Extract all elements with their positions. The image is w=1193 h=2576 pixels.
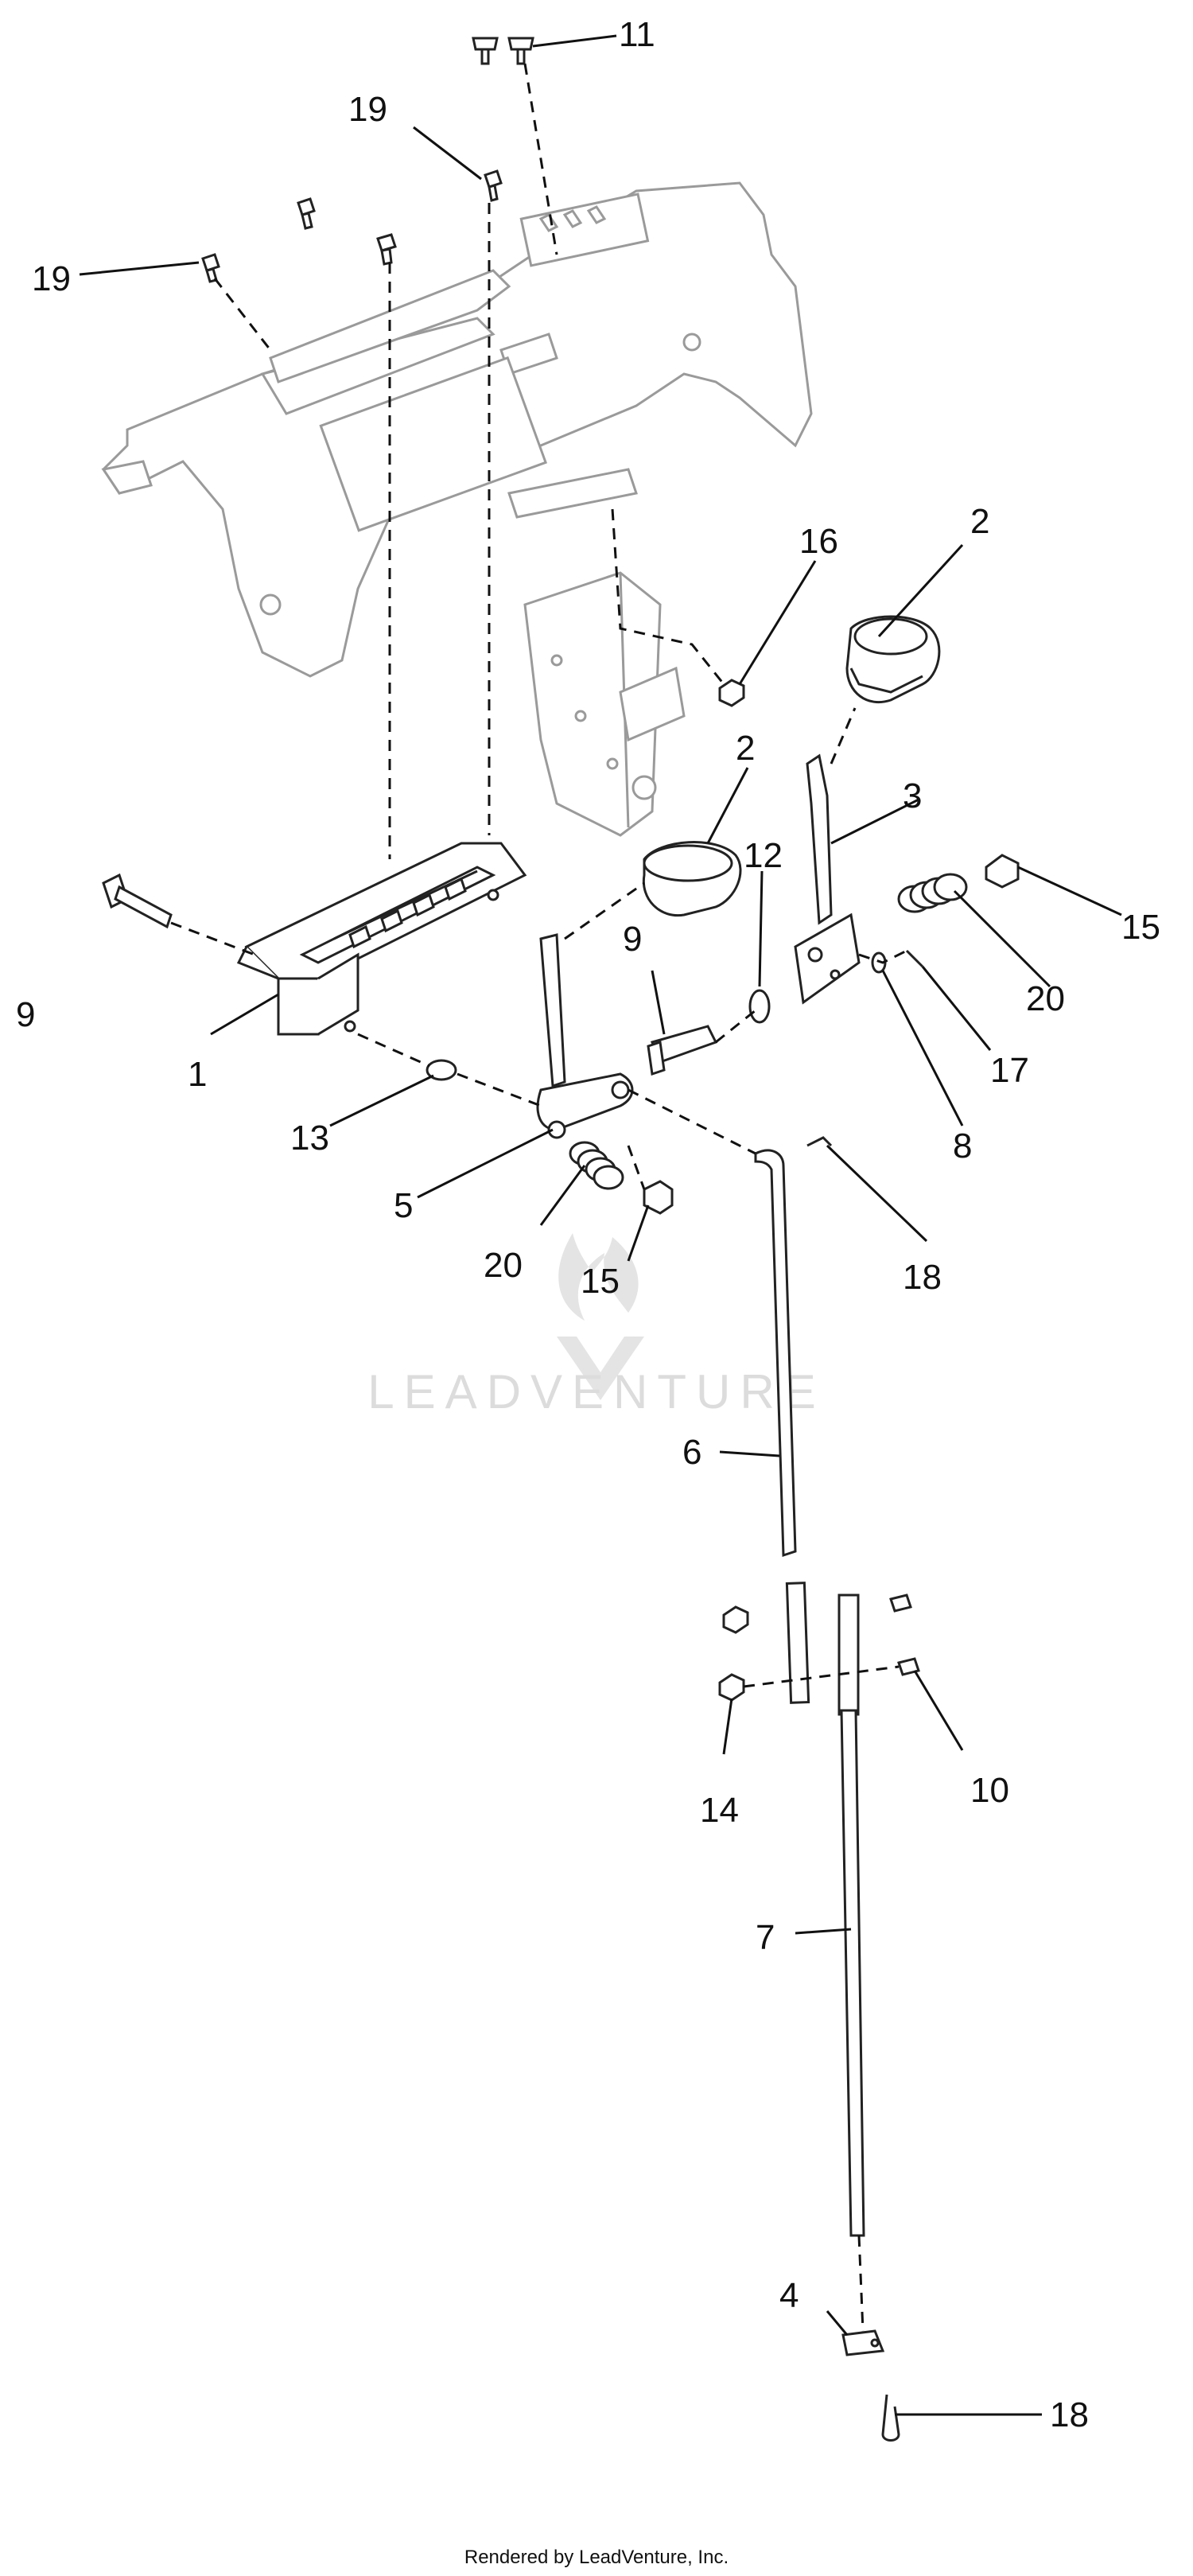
assembly-lines [170,63,907,2332]
callout-6: 6 [682,1433,701,1472]
callout-8: 8 [953,1127,972,1165]
part-10-bolt-upper [889,1593,912,1613]
callout-labels: 11 19 19 16 2 2 3 12 9 9 15 20 17 8 1 13… [16,15,1160,2434]
part-10-bolt [897,1657,920,1676]
part-12-washer [748,989,771,1024]
part-19-bolts [201,169,503,283]
part-9-bolt-left [102,873,173,929]
callout-17: 17 [990,1051,1029,1090]
callout-20-lower: 20 [484,1246,523,1285]
leader-lines [79,34,1122,2416]
callout-2-upper: 2 [970,502,989,541]
callout-1: 1 [188,1055,207,1094]
part-7-rod [837,1593,865,2237]
mount-bracket [523,571,686,837]
callout-3: 3 [903,776,922,815]
part-4-clevis [841,2329,885,2356]
callout-13: 13 [290,1119,329,1158]
callout-18-lower: 18 [1050,2395,1089,2434]
callout-19-top: 19 [348,90,387,129]
part-9-bolt-center [647,1025,718,1076]
callout-15-lower: 15 [581,1262,620,1301]
watermark-logo-mark [557,1337,644,1400]
part-18-clip-lower [881,2394,900,2442]
callout-12: 12 [744,836,783,875]
part-16-nut [718,679,745,707]
callout-18-upper: 18 [903,1258,942,1297]
part-5-lever-bracket [536,933,634,1139]
part-2-knob-center [642,841,742,917]
callout-11: 11 [619,15,655,54]
callout-4: 4 [779,2276,799,2315]
callout-20-upper: 20 [1026,979,1065,1018]
callout-14: 14 [700,1791,739,1830]
callout-19-left: 19 [32,259,71,298]
part-20-spring-lower [569,1141,624,1190]
callout-16: 16 [799,522,838,561]
part-1-shift-gate [236,842,527,1036]
part-13-washer [426,1059,457,1081]
part-18-clip-upper [806,1136,833,1147]
watermark-logo [558,1233,639,1321]
part-3-lever [794,753,861,1005]
watermark: LEADVENTURE [367,1233,825,1418]
footer-credit: Rendered by LeadVenture, Inc. [464,2547,729,2568]
part-6-rod [754,1149,810,1704]
part-14-nut-upper [722,1605,749,1634]
watermark-text: LEADVENTURE [367,1365,825,1418]
callout-9-left: 9 [16,995,35,1034]
callout-2-center: 2 [736,729,755,768]
callout-7: 7 [756,1918,775,1957]
callout-9-center: 9 [623,920,642,959]
part-15-nut-upper [985,854,1020,889]
part-11-bolts [472,37,534,65]
callout-15-upper: 15 [1121,908,1160,947]
part-14-nut [718,1673,745,1702]
part-17-pin [905,949,924,968]
callout-10: 10 [970,1771,1009,1810]
part-15-nut-lower [643,1180,674,1215]
part-2-knob-upper [845,615,941,704]
callout-5: 5 [394,1186,413,1225]
